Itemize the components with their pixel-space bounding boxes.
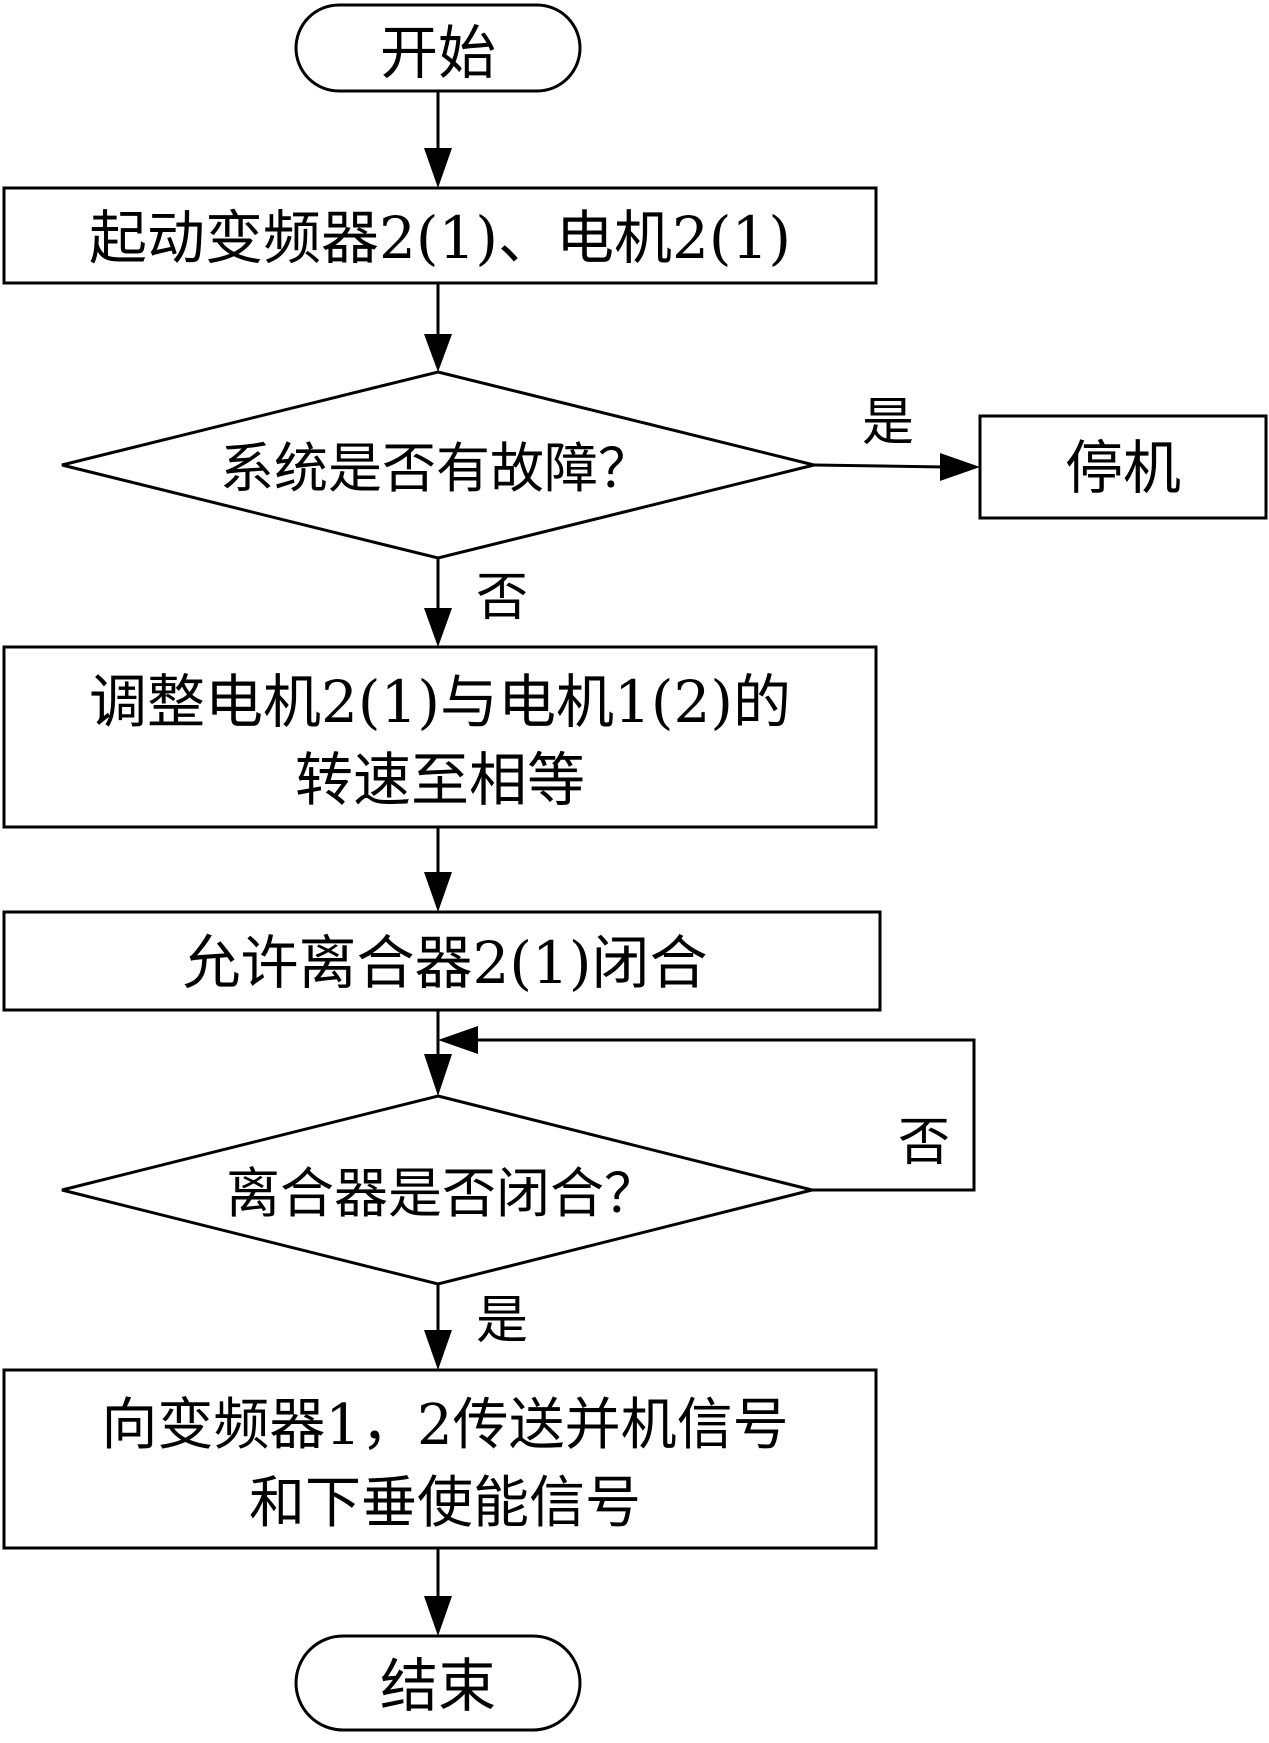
- step4-label-line2: 和下垂使能信号: [249, 1471, 641, 1536]
- stop-process: 停机: [978, 414, 1268, 520]
- decision1-no-label: 否: [476, 568, 528, 628]
- arrow-decision1-no: 否: [424, 558, 528, 647]
- start-node: 开始: [294, 3, 582, 93]
- arrow-decision2-no-loop: 否: [438, 1026, 976, 1192]
- step4-label-line1: 向变频器1，2传送并机信号: [101, 1393, 788, 1458]
- decision2-yes-label: 是: [476, 1291, 528, 1351]
- step3-label: 允许离合器2(1)闭合: [182, 929, 707, 997]
- arrow-step4-to-end: [424, 1548, 452, 1636]
- decision2-label: 离合器是否闭合？: [226, 1162, 658, 1225]
- step2-label-line1: 调整电机2(1)与电机1(2)的: [89, 668, 791, 736]
- decision2-diamond: 离合器是否闭合？: [61, 1094, 813, 1286]
- arrow-start-to-step1: [424, 91, 452, 188]
- decision1-yes-label: 是: [862, 393, 914, 453]
- step2-process: 调整电机2(1)与电机1(2)的 转速至相等: [2, 645, 878, 829]
- step1-process: 起动变频器2(1)、电机2(1): [2, 186, 878, 285]
- step2-label-line2: 转速至相等: [295, 746, 585, 814]
- arrow-decision2-yes: 是: [424, 1284, 528, 1370]
- end-node: 结束: [294, 1634, 582, 1732]
- step4-process: 向变频器1，2传送并机信号 和下垂使能信号: [2, 1368, 878, 1550]
- end-label: 结束: [380, 1652, 496, 1720]
- arrow-step1-to-decision1: [424, 283, 452, 372]
- start-label: 开始: [380, 19, 496, 87]
- arrow-step3-to-decision2: [424, 1010, 452, 1096]
- stop-label: 停机: [1065, 434, 1181, 502]
- decision1-label: 系统是否有故障？: [220, 437, 652, 500]
- step3-process: 允许离合器2(1)闭合: [2, 910, 882, 1012]
- arrow-step2-to-step3: [424, 827, 452, 912]
- step1-label: 起动变频器2(1)、电机2(1): [89, 204, 791, 272]
- decision1-diamond: 系统是否有故障？: [61, 370, 815, 560]
- decision2-no-label: 否: [898, 1113, 950, 1173]
- arrow-decision1-yes: 是: [813, 393, 980, 481]
